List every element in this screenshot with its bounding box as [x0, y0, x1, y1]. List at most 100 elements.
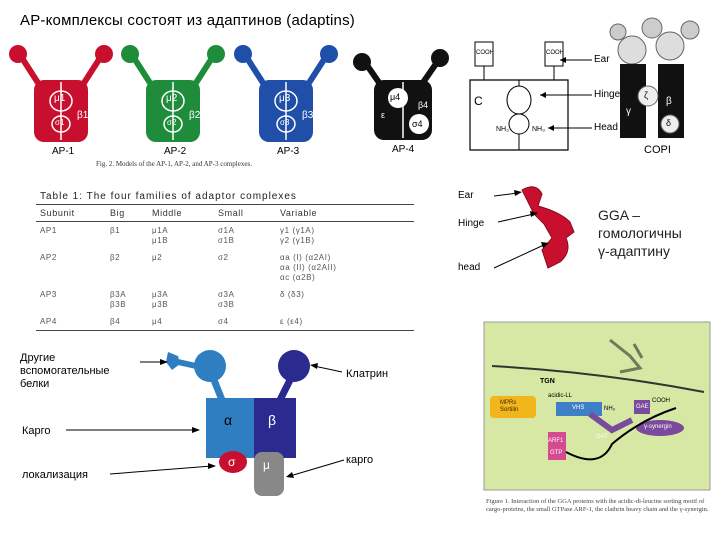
- ap2-model: [121, 45, 225, 142]
- ap1-label: AP-1: [52, 146, 75, 157]
- table-cell: β3A β3B: [110, 290, 127, 309]
- lower-beta-label: β: [268, 412, 277, 428]
- copi-nh-left: NH₃: [496, 126, 509, 133]
- label-line: вспомогательные: [20, 365, 110, 377]
- ap3-ear-right: [320, 45, 338, 63]
- gga-model: [493, 186, 575, 269]
- table-cell: μ3A μ3B: [152, 290, 169, 309]
- ap1-mu-label: μ1: [54, 93, 66, 104]
- ap4-ear-left: [353, 53, 371, 71]
- copi-head-label: Head: [594, 122, 618, 133]
- gga-interaction-figure: [483, 321, 711, 491]
- copi-model: [609, 17, 700, 138]
- table-cell: γ1 (γ1A) γ2 (γ1B): [280, 226, 315, 245]
- ap1-sigma-label: σ1: [55, 118, 65, 127]
- table-cell: σ2: [218, 253, 229, 262]
- ap4-ear-right: [431, 49, 449, 67]
- table-cell: μ4: [148, 313, 214, 331]
- table-cell: AP4: [36, 313, 106, 331]
- copi-beta-label: β: [666, 96, 672, 107]
- table-cell: μ1A μ1B: [152, 226, 169, 245]
- clathrin-label: Клатрин: [346, 368, 389, 380]
- mpr-label: MPRs Sortilin: [500, 400, 518, 414]
- gsyn-label: γ-synergin: [644, 424, 672, 430]
- label-line: MPRs: [500, 400, 517, 406]
- cooh-label: COOH: [652, 398, 670, 404]
- gga-text-line: гомологичны: [598, 225, 682, 241]
- other-proteins-label: Другие вспомогательные белки: [20, 352, 110, 391]
- copi-delta-label: δ: [666, 118, 672, 128]
- ap2-beta-label: β2: [189, 110, 201, 121]
- cargo-label: Карго: [22, 425, 51, 437]
- table-row: AP4 β4 μ4 σ4 ε (ε4): [36, 313, 414, 331]
- table-header: Middle: [148, 204, 214, 222]
- table-cell: AP1: [40, 226, 57, 235]
- gga-text-line: γ-адаптину: [598, 243, 670, 259]
- ap2-ear-right: [207, 45, 225, 63]
- gtp-label: GTP: [550, 450, 563, 456]
- copi-c-label: C: [474, 94, 483, 108]
- figure-caption-2: Figure 1. Interaction of the GGA protein…: [486, 498, 709, 513]
- copi-zeta-label: ζ: [644, 90, 648, 100]
- ap4-beta-label: β4: [418, 100, 429, 110]
- table-cell: σ1A σ1B: [218, 226, 235, 245]
- table-cell: β1: [110, 226, 121, 235]
- ap4-model: [353, 49, 449, 140]
- gga-head-label: head: [458, 262, 481, 273]
- ap2-alpha-label: α: [140, 110, 146, 121]
- table-cell: AP2: [40, 253, 57, 262]
- adaptor-families-table: Subunit Big Middle Small Variable AP1 β1…: [36, 204, 414, 331]
- lower-mu-label: μ: [263, 458, 270, 472]
- copi-gamma-label: γ: [626, 106, 631, 117]
- label-line: белки: [20, 378, 50, 390]
- gae-label: GAE: [636, 404, 649, 410]
- table-header: Big: [106, 204, 148, 222]
- ap2-mu-label: μ2: [166, 93, 178, 104]
- table-cell: αa (I) (α2AI) αa (II) (α2AII) αc (α2B): [280, 253, 337, 282]
- table-title: Table 1: The four families of adaptor co…: [40, 191, 297, 202]
- ap2-sigma-label: σ2: [167, 118, 177, 127]
- copi-label: COPI: [644, 144, 671, 156]
- acidic-label: acidic-LL: [548, 393, 573, 399]
- gga-ear-label: Ear: [458, 190, 474, 201]
- ap3-sigma-label: σ3: [280, 118, 290, 127]
- table-row: AP2 β2 μ2 σ2 αa (I) (α2AI) αa (II) (α2AI…: [36, 249, 414, 286]
- tgn-label: TGN: [540, 378, 555, 385]
- ap4-mu-label: μ4: [390, 92, 401, 102]
- nh3-label: NH₃: [604, 406, 616, 412]
- arf-label: ARF1: [548, 438, 564, 444]
- copi-cooh-right: COOH: [546, 50, 564, 56]
- table-cell: ε (ε4): [276, 313, 414, 331]
- label-line: Sortilin: [500, 407, 519, 413]
- ap1-gamma-label: γ: [28, 110, 33, 121]
- ap1-model: [9, 45, 113, 142]
- table-row: AP3 β3A β3B μ3A μ3B σ3A σ3B δ (δ3): [36, 286, 414, 313]
- ap3-beta-label: β3: [302, 110, 314, 121]
- ap3-delta-label: δ: [253, 110, 259, 121]
- table-header: Subunit: [36, 204, 106, 222]
- ap3-ear-left: [234, 45, 252, 63]
- gga-text-line: GGA –: [598, 207, 641, 223]
- table-cell: σ4: [214, 313, 276, 331]
- page-title: АР-комплексы состоят из адаптинов (adapt…: [20, 12, 355, 29]
- table-cell: δ (δ3): [280, 290, 305, 299]
- copi-cooh-left: COOH: [476, 50, 494, 56]
- copi-schematic: [469, 41, 592, 151]
- ap4-sigma-label: σ4: [412, 119, 423, 129]
- ap1-ear-left: [9, 45, 27, 63]
- lower-ap-model: [66, 350, 345, 496]
- gga-description: GGA – гомологичны γ-адаптину: [598, 206, 682, 260]
- ap3-label: AP-3: [277, 146, 300, 157]
- copi-hinge-label: Hinge: [594, 89, 621, 100]
- table-header: Small: [214, 204, 276, 222]
- ap4-epsilon-label: ε: [381, 110, 386, 120]
- figure-caption-1: Fig. 2. Models of the AP-1, AP-2, and AP…: [96, 160, 252, 168]
- copi-ear-label: Ear: [594, 54, 610, 65]
- lower-sigma-label: σ: [228, 455, 236, 469]
- gga-hinge-label: Hinge: [458, 218, 485, 229]
- cargo2-label: карго: [346, 454, 374, 466]
- ap2-label: AP-2: [164, 146, 187, 157]
- copi-nh-right: NH₃: [532, 126, 545, 133]
- lower-alpha-label: α: [224, 412, 233, 428]
